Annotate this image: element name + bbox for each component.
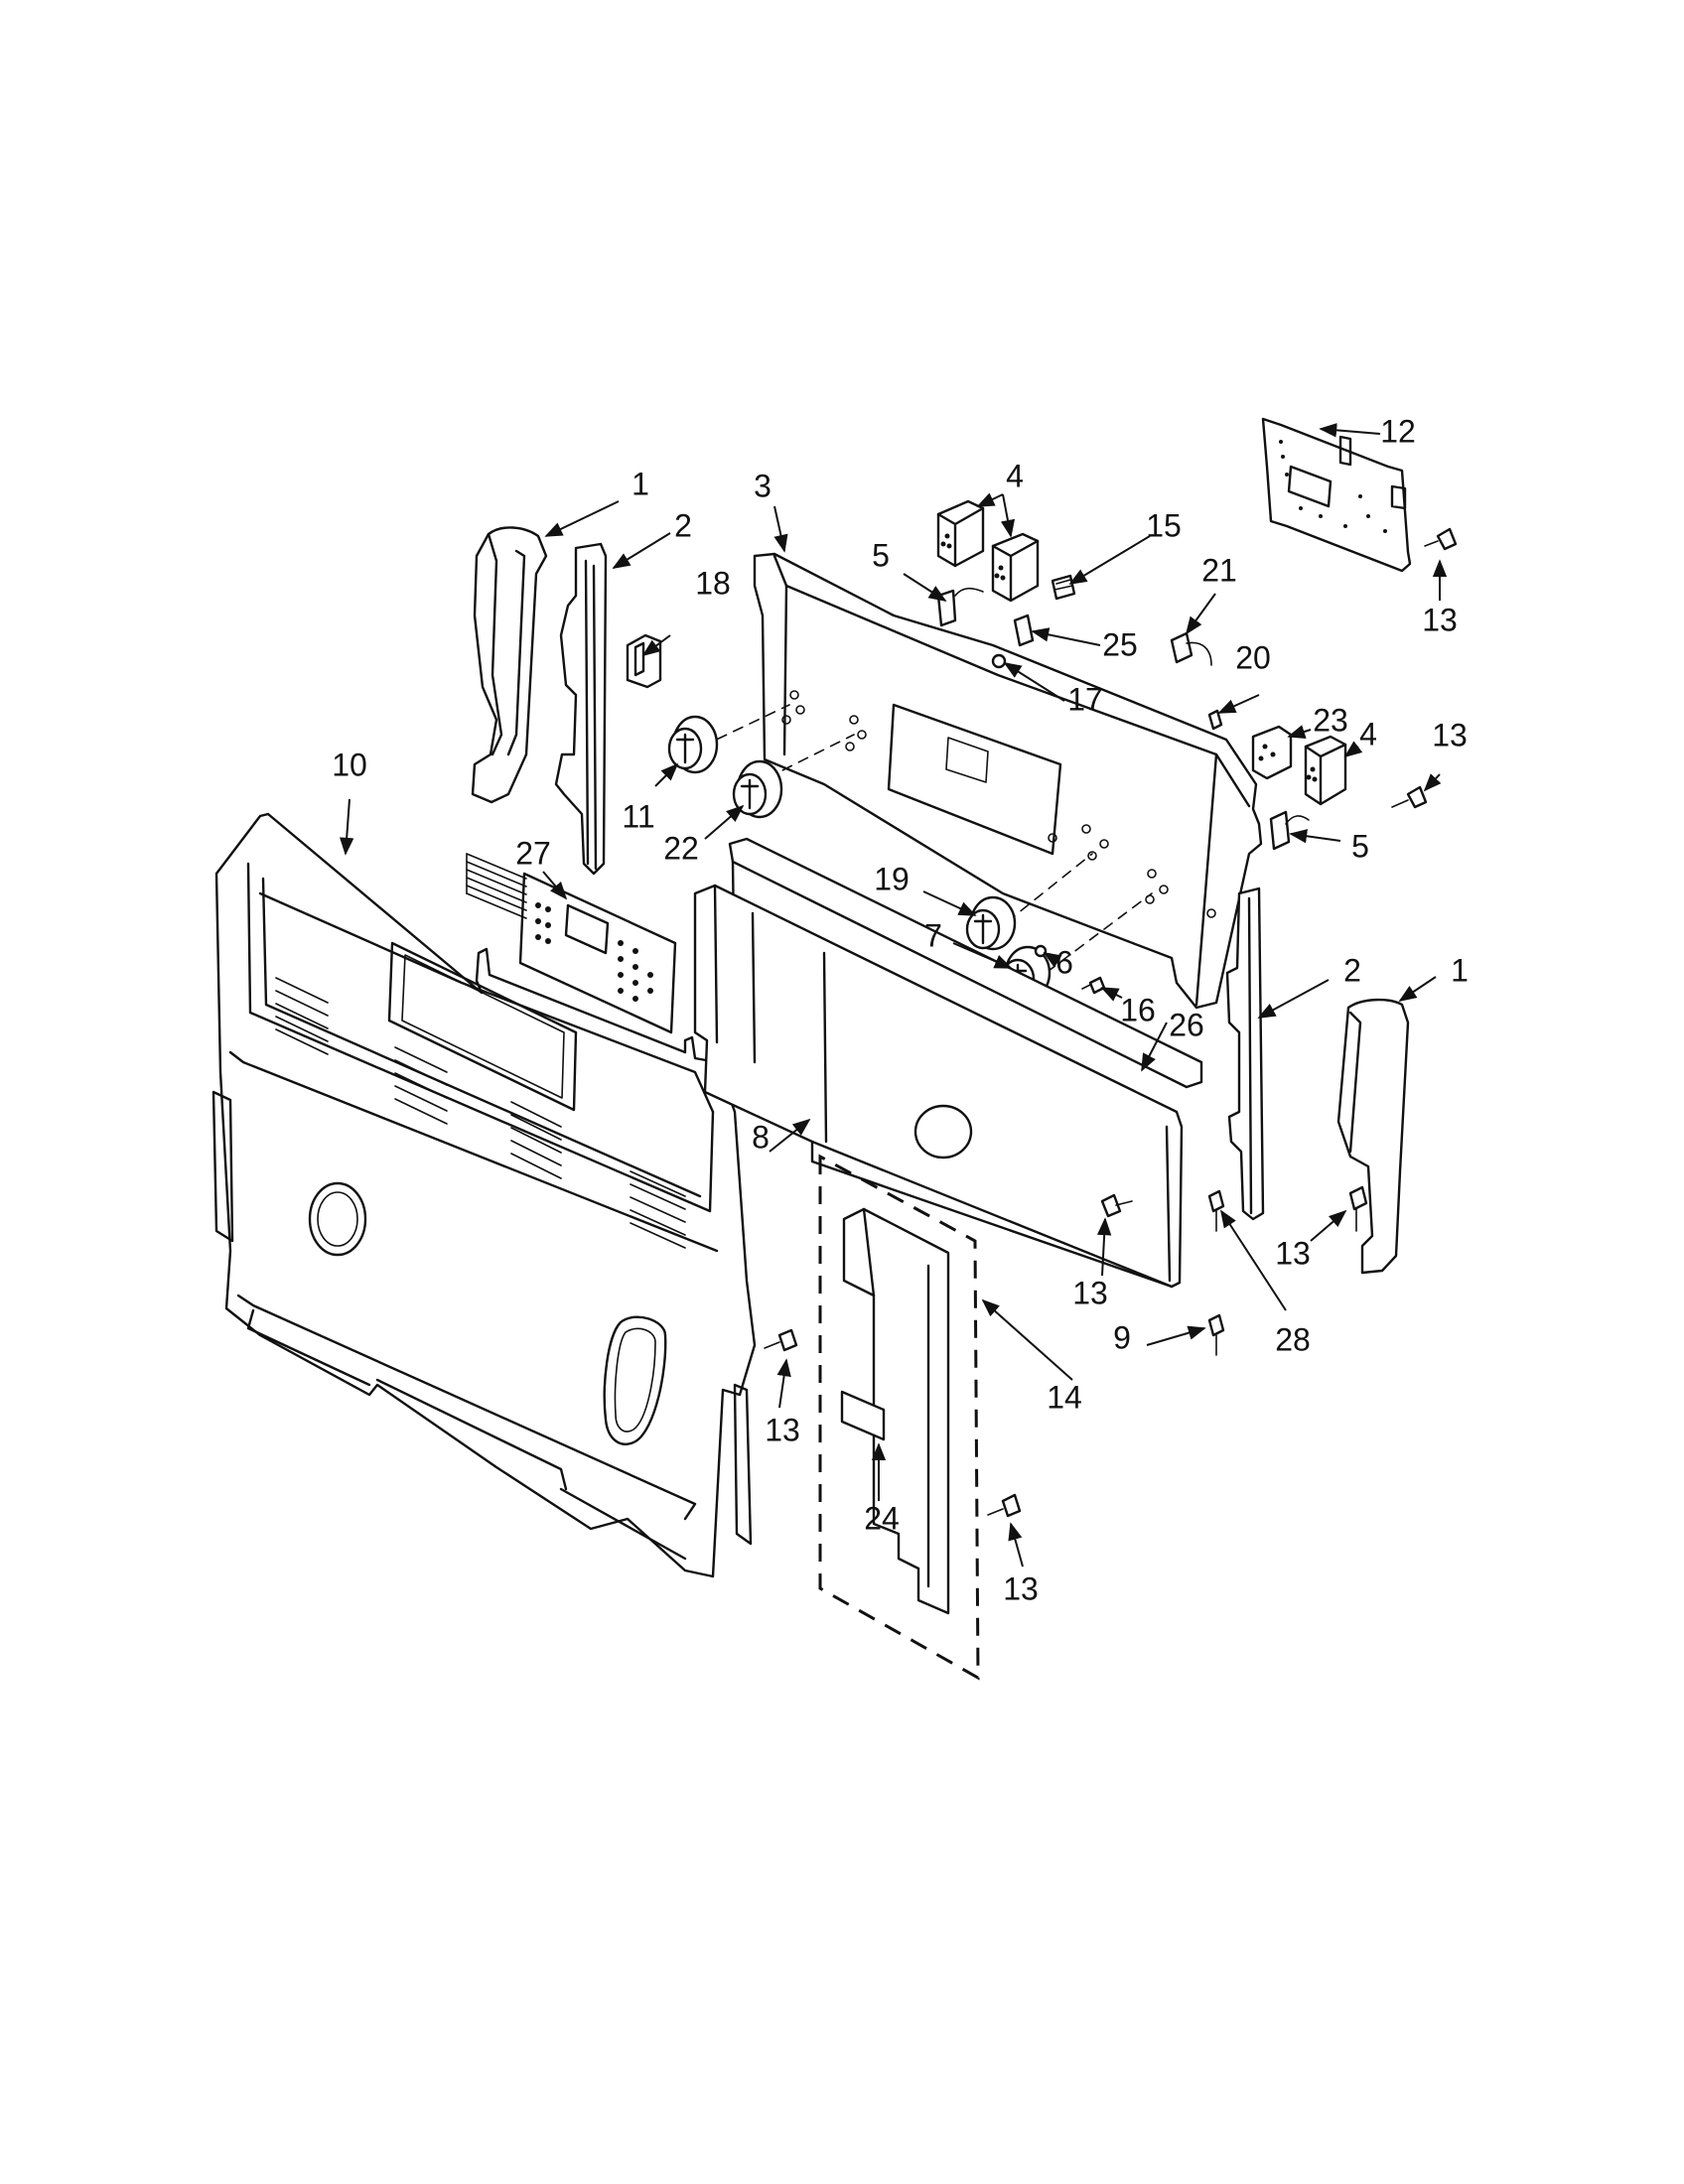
part-20-clip [1207,709,1223,731]
callout-8: 8 [752,1119,770,1155]
part-14-shield [818,1154,980,1681]
callout-19: 19 [874,861,910,896]
part-13-screw-top [1424,527,1458,551]
part-23-switch [1251,725,1293,780]
callout-13-lower-right: 13 [1003,1570,1039,1606]
callout-9: 9 [1113,1319,1131,1355]
callout-1-right: 1 [1451,952,1469,988]
part-2-right-side-bracket [1225,887,1265,1221]
part-1-left-end-cap [471,526,548,804]
callout-10: 10 [332,747,367,782]
callout-25: 25 [1102,626,1138,662]
callout-13-top: 13 [1422,602,1458,637]
part-19-knob [965,895,1017,951]
part-15-terminal [1051,574,1076,601]
part-16-screw [1081,976,1106,995]
part-2-left-side-bracket [554,542,608,876]
callout-3: 3 [754,468,772,503]
part-1-right-end-cap [1336,998,1410,1275]
callout-26: 26 [1169,1007,1204,1042]
callout-1-left: 1 [632,466,649,501]
part-5-wire-top [936,587,984,627]
part-13-screw-endcap [1348,1185,1368,1232]
callout-13-lower-left: 13 [765,1412,800,1447]
part-12-control-board [1261,417,1412,573]
callout-17: 17 [1067,681,1103,717]
part-5-wire-right [1269,810,1310,851]
part-22-knob [732,759,783,819]
callout-22: 22 [663,830,699,866]
callout-labels: 1 1 2 2 3 4 4 5 5 6 7 8 9 10 11 12 13 13… [332,413,1469,1606]
callout-11: 11 [622,798,654,834]
part-13-screw-lower-right [987,1493,1022,1518]
callout-27: 27 [515,835,551,871]
part-11-knob [667,715,719,774]
callout-14: 14 [1047,1379,1082,1415]
callout-21: 21 [1201,552,1237,588]
callout-23: 23 [1313,702,1348,738]
part-4-switch-left [936,499,985,568]
part-27-touchpad-overlay [466,853,677,1034]
part-13-screw-lower-left [764,1328,798,1352]
part-6-clip [1034,944,1048,958]
callout-13-endcap: 13 [1275,1235,1311,1271]
callout-2-right: 2 [1343,952,1361,988]
callout-4-right: 4 [1359,716,1377,751]
part-8-bracket [693,884,1184,1289]
callout-2-left: 2 [674,507,692,543]
callout-16: 16 [1120,992,1156,1027]
part-10-rear-panel [211,812,757,1578]
part-4-switch-lower [1304,735,1347,806]
callout-24: 24 [864,1500,900,1536]
callout-13-middle: 13 [1072,1275,1108,1310]
callout-4-top: 4 [1006,458,1024,493]
callout-12: 12 [1380,413,1416,449]
callout-7: 7 [924,917,942,953]
part-28-screw [1207,1189,1225,1232]
callout-6: 6 [1055,944,1073,980]
part-13-screw-right [1391,785,1428,809]
part-21-sensor [1170,631,1212,666]
callout-15: 15 [1146,507,1182,543]
leader-lines [339,423,1448,1568]
callout-13-right: 13 [1432,717,1468,752]
callout-5-top: 5 [872,537,890,573]
part-4-switch-right [991,532,1040,603]
part-9-screw [1207,1313,1225,1356]
part-18-switch [626,633,662,689]
callout-18: 18 [695,565,731,601]
part-25-bracket [1013,614,1035,647]
part-13-screw-middle [1100,1193,1133,1218]
callout-20: 20 [1235,639,1271,675]
part-17-screw [991,653,1007,669]
callout-5-right: 5 [1351,828,1369,864]
callout-28: 28 [1275,1321,1311,1357]
